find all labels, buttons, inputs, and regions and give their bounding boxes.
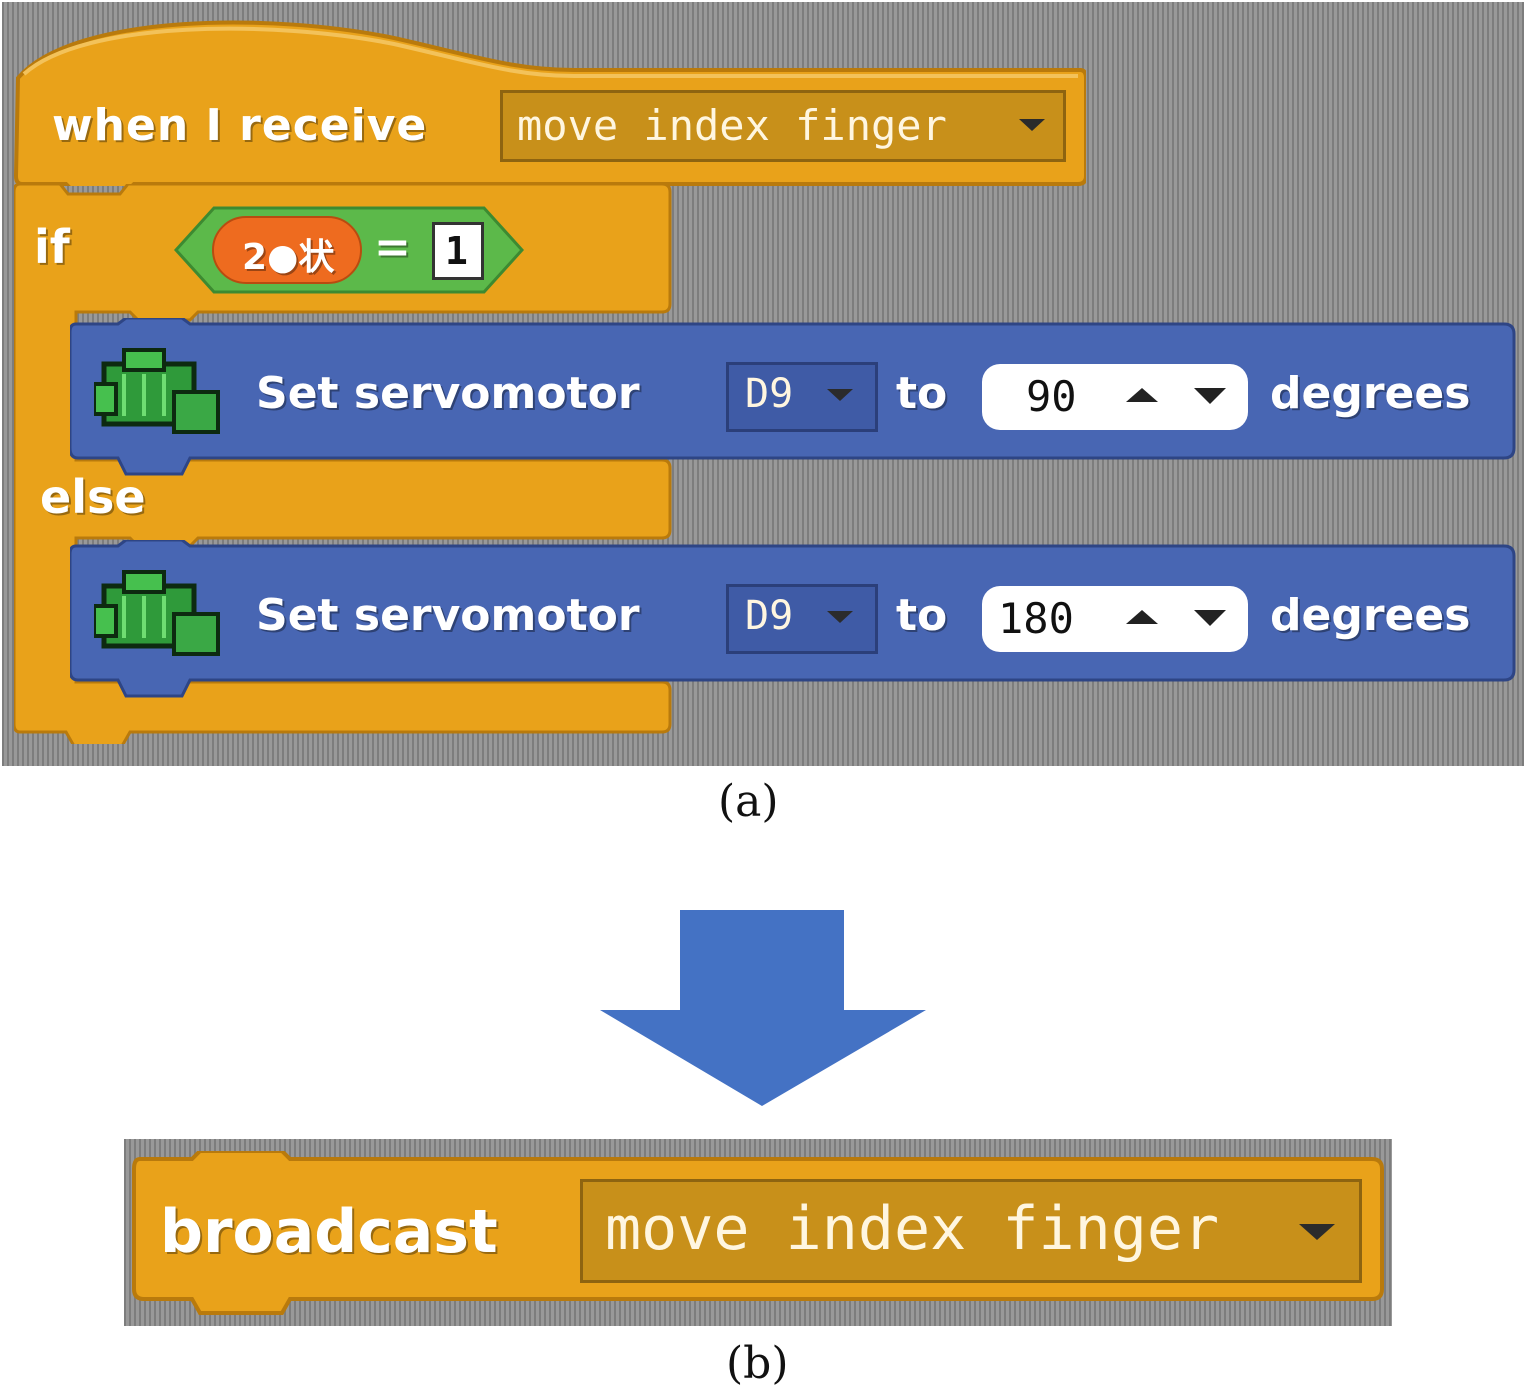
message-dropdown[interactable]: move index finger	[500, 90, 1066, 162]
else-label: else	[40, 470, 146, 524]
pin-dropdown[interactable]: D9	[726, 362, 878, 432]
dropdown-caret-icon	[827, 611, 853, 623]
to-label: to	[896, 368, 948, 419]
servo-motor-icon	[94, 570, 220, 656]
condition-value: 1	[445, 229, 468, 273]
set-servomotor-block-else[interactable]: Set servomotor D9 to 180 degrees	[70, 540, 1516, 700]
down-arrow-icon[interactable]	[1194, 610, 1226, 626]
degrees-label: degrees	[1270, 368, 1471, 419]
when-i-receive-block[interactable]: when I receive move index finger	[14, 8, 1086, 186]
when-i-receive-label: when I receive	[52, 100, 428, 151]
variable-reporter[interactable]: 2●状	[212, 216, 362, 284]
caption-b: (b)	[726, 1338, 789, 1389]
up-arrow-icon[interactable]	[1126, 610, 1158, 624]
broadcast-label: broadcast	[160, 1197, 498, 1267]
pin-value: D9	[745, 371, 794, 417]
variable-name: 2●状	[242, 237, 335, 278]
pin-value: D9	[745, 593, 794, 639]
dropdown-caret-icon	[1019, 119, 1045, 131]
degrees-label: degrees	[1270, 590, 1471, 641]
script-area-b: broadcast move index finger	[124, 1139, 1392, 1326]
angle-number-field[interactable]: 90	[982, 364, 1248, 430]
dropdown-caret-icon	[1299, 1224, 1335, 1240]
servo-motor-icon	[94, 348, 220, 434]
message-dropdown-value: move index finger	[605, 1194, 1220, 1264]
set-servomotor-label: Set servomotor	[256, 368, 640, 419]
equals-condition[interactable]: 2●状 = 1	[174, 206, 524, 294]
broadcast-block[interactable]: broadcast move index finger	[132, 1151, 1384, 1321]
angle-number-field[interactable]: 180	[982, 586, 1248, 652]
condition-value-field[interactable]: 1	[432, 222, 484, 280]
to-label: to	[896, 590, 948, 641]
equals-operator: =	[374, 222, 411, 273]
script-area-a: when I receive move index finger if else…	[2, 2, 1524, 766]
pin-dropdown[interactable]: D9	[726, 584, 878, 654]
message-dropdown[interactable]: move index finger	[580, 1179, 1362, 1283]
set-servomotor-label: Set servomotor	[256, 590, 640, 641]
angle-value: 180	[998, 594, 1074, 643]
caption-a: (a)	[718, 776, 779, 827]
set-servomotor-block-then[interactable]: Set servomotor D9 to 90 degrees	[70, 318, 1516, 478]
if-label: if	[34, 220, 70, 274]
message-dropdown-value: move index finger	[517, 101, 947, 150]
up-arrow-icon[interactable]	[1126, 388, 1158, 402]
dropdown-caret-icon	[827, 389, 853, 401]
if-else-block[interactable]	[14, 184, 684, 744]
angle-value: 90	[1026, 372, 1077, 421]
down-arrow-large-icon	[600, 910, 926, 1106]
down-arrow-icon[interactable]	[1194, 388, 1226, 404]
